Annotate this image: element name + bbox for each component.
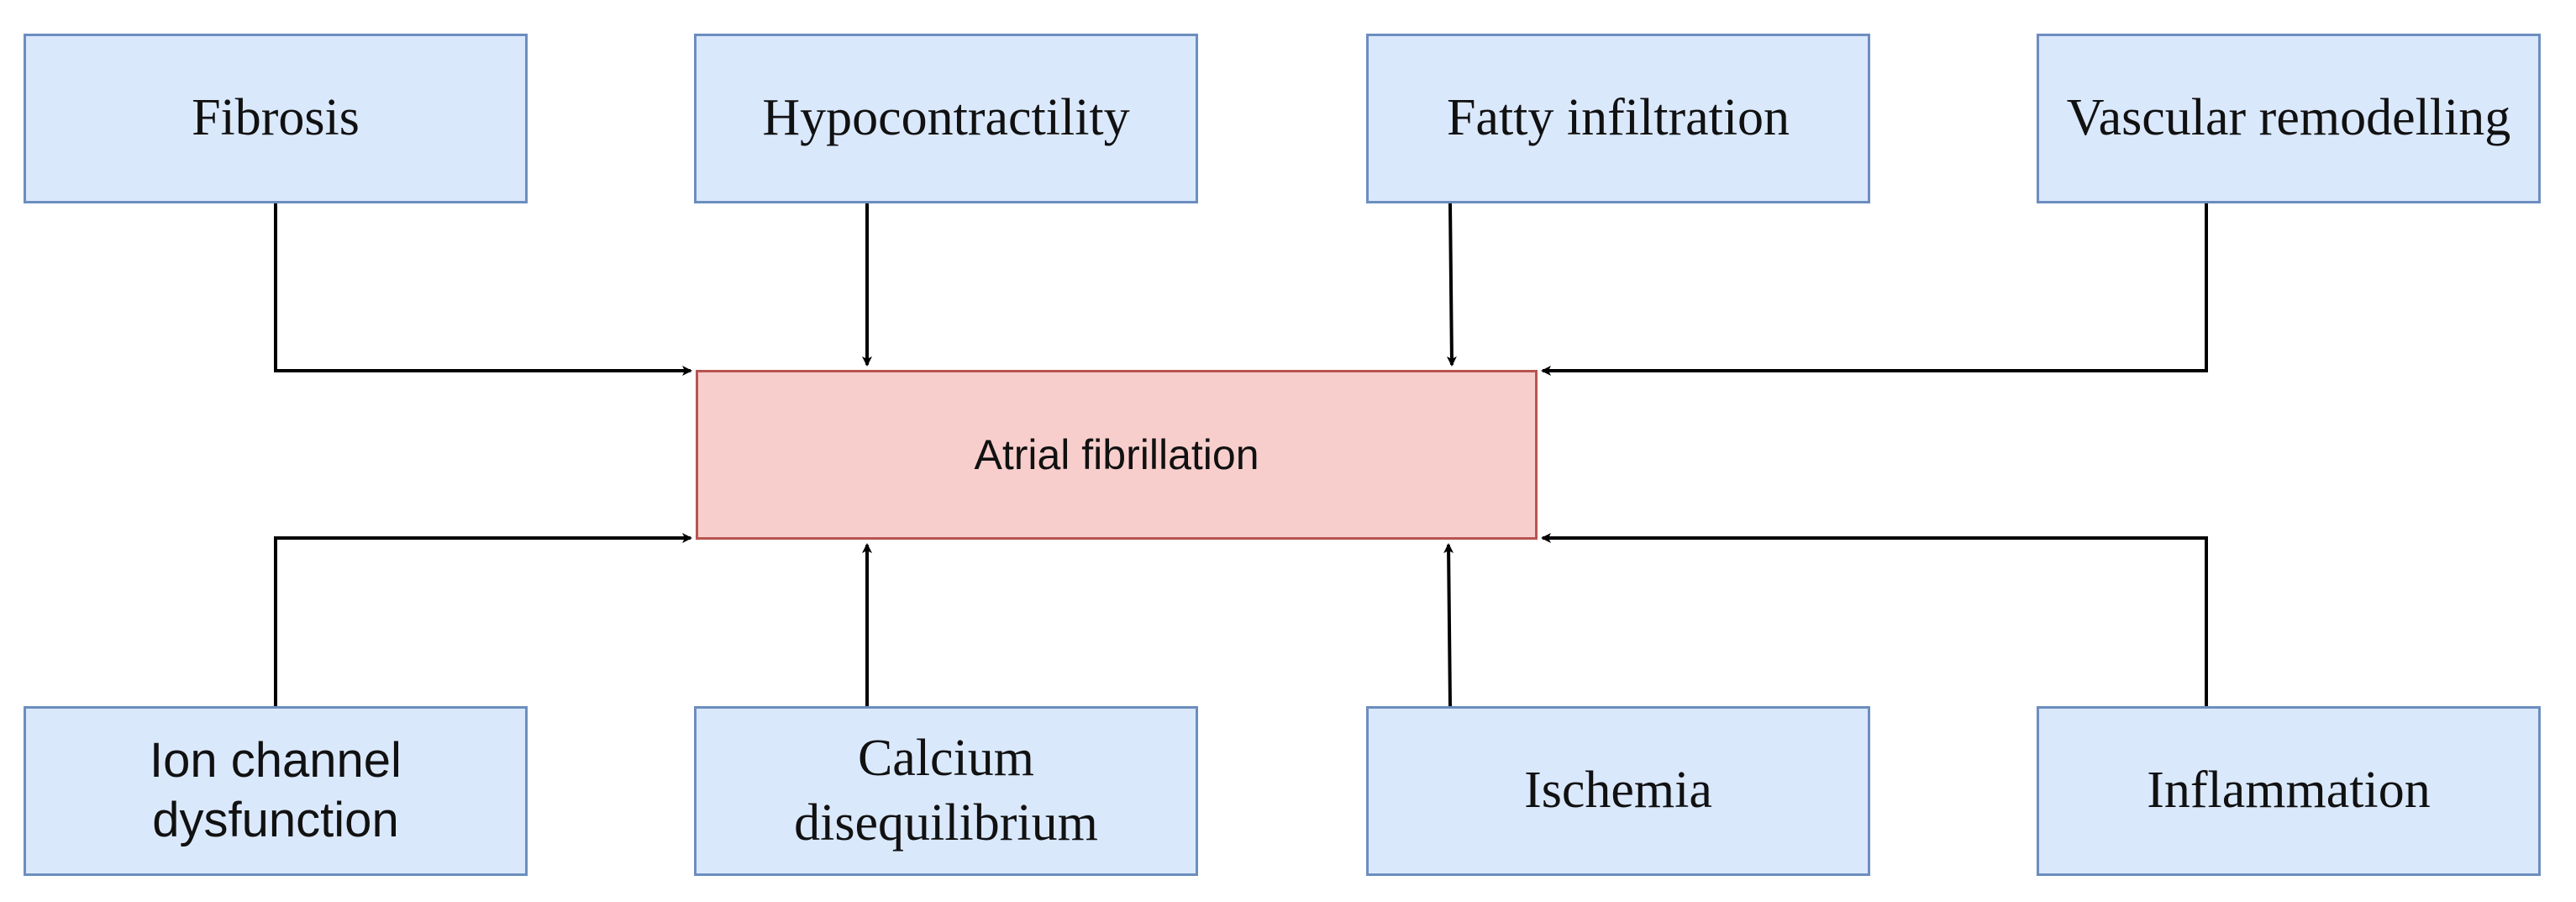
factor-ion-channel-dysfunction: Ion channel dysfunction: [24, 706, 528, 876]
arrow-vascular-remodelling: [1541, 203, 2208, 376]
factor-vascular-remodelling: Vascular remodelling: [2037, 34, 2541, 203]
arrow-ischemia: [1443, 543, 1454, 707]
arrow-ion-channel-dysfunction: [274, 533, 692, 706]
factor-hypocontractility: Hypocontractility: [694, 34, 1198, 203]
arrow-fatty-infiltration: [1446, 203, 1457, 367]
arrow-fibrosis: [274, 203, 692, 376]
arrow-inflammation: [1541, 533, 2208, 706]
factor-fibrosis: Fibrosis: [24, 34, 528, 203]
factor-fatty-infiltration: Fatty infiltration: [1366, 34, 1870, 203]
factor-ischemia: Ischemia: [1366, 706, 1870, 876]
factor-inflammation: Inflammation: [2037, 706, 2541, 876]
center-node-atrial-fibrillation: Atrial fibrillation: [696, 370, 1538, 540]
factor-calcium-disequilibrium: Calcium disequilibrium: [694, 706, 1198, 876]
